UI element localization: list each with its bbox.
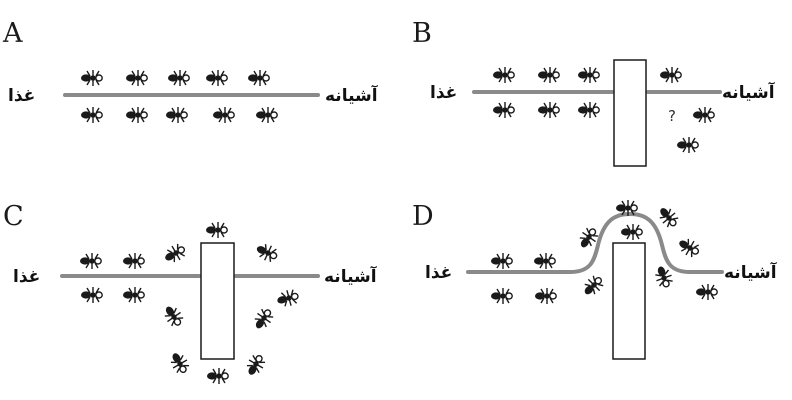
nest-label: آشیانه <box>325 84 379 106</box>
ant-icon <box>490 252 513 270</box>
ant-icon <box>205 69 228 87</box>
ant-icon <box>165 106 188 124</box>
food-label: غذا <box>8 86 35 106</box>
ant-icon <box>80 106 103 124</box>
ant-icon <box>620 223 643 241</box>
obstacle-barrier <box>613 59 647 167</box>
pheromone-trail <box>466 211 724 274</box>
ant-icon <box>206 367 229 385</box>
ant-icon <box>674 234 703 261</box>
ant-icon <box>247 69 270 87</box>
panel-letter-d: D <box>412 201 434 232</box>
panel-a: A غذا آشیانه <box>2 18 379 124</box>
ant-icon <box>579 272 607 300</box>
panel-letter-a: A <box>2 18 23 49</box>
nest-label: آشیانه <box>722 81 776 103</box>
nest-label: آشیانه <box>724 261 778 283</box>
panel-letter-c: C <box>3 201 24 232</box>
ant-icon <box>659 66 682 84</box>
ant-icon <box>534 287 557 305</box>
food-label: غذا <box>425 263 452 283</box>
ant-icon <box>125 106 148 124</box>
ant-icon <box>533 252 556 270</box>
ant-icon <box>692 106 715 124</box>
ant-icon <box>537 101 560 119</box>
ant-icon <box>249 305 277 334</box>
ant-icon <box>577 66 600 84</box>
ant-icon <box>125 69 148 87</box>
ant-icon <box>79 252 102 270</box>
ant-icon <box>537 66 560 84</box>
ant-icon <box>122 286 145 304</box>
ant-icon <box>122 252 145 270</box>
ant-icon <box>490 287 513 305</box>
food-label: غذا <box>13 267 40 287</box>
ant-icon <box>255 106 278 124</box>
ant-icon <box>212 106 235 124</box>
nest-label: آشیانه <box>324 265 378 287</box>
question-mark: ? <box>668 107 676 125</box>
obstacle-barrier <box>612 242 646 360</box>
ant-icon <box>167 69 190 87</box>
ant-icon <box>205 221 228 239</box>
panel-b: B غذا آشیانه ? <box>412 18 776 167</box>
ant-icon <box>577 101 600 119</box>
ant-icon <box>80 69 103 87</box>
obstacle-barrier <box>200 242 235 360</box>
ant-icon <box>676 136 699 154</box>
ant-icon <box>492 101 515 119</box>
panel-c: C غذا آشیانه <box>3 201 378 385</box>
ant-icon <box>695 283 718 301</box>
ant-icon <box>492 66 515 84</box>
ant-icon <box>160 240 189 267</box>
ant-icon <box>242 351 269 380</box>
ant-icon <box>159 301 187 330</box>
panel-letter-b: B <box>412 18 432 49</box>
ant-icon <box>253 239 281 265</box>
ant-icon <box>80 286 103 304</box>
ant-icon <box>274 287 301 310</box>
ant-icon <box>654 202 682 231</box>
ant-icon <box>166 348 193 377</box>
food-label: غذا <box>430 83 457 103</box>
panel-d: D غذا آشیانه <box>412 199 778 360</box>
